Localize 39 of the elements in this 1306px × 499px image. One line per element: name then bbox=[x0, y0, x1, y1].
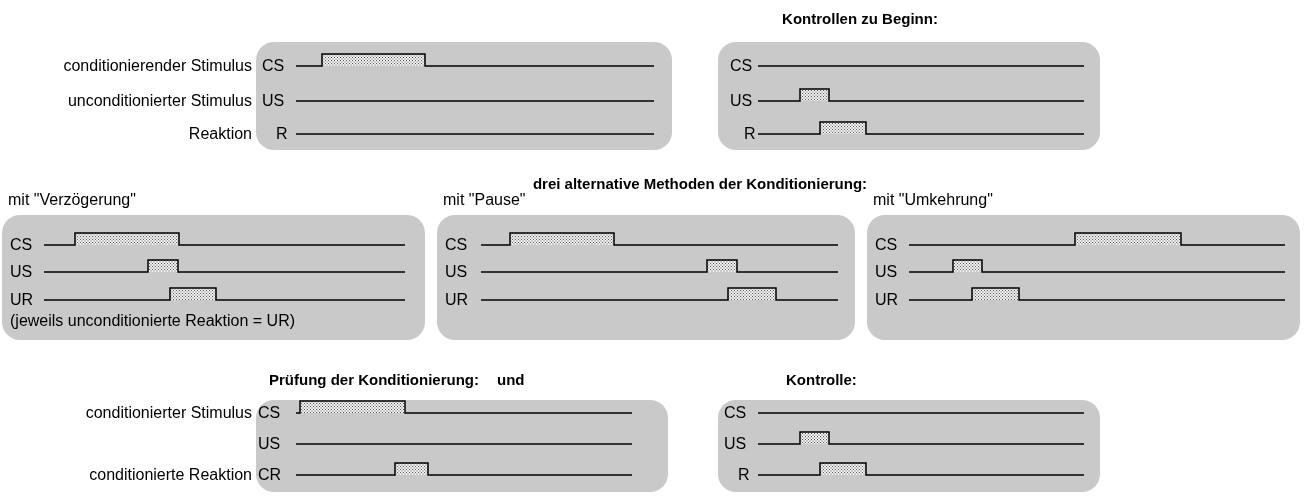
signal-label: UR bbox=[445, 291, 469, 309]
timing-panel bbox=[718, 42, 1100, 150]
signal-label: R bbox=[276, 125, 288, 143]
signal-name: unconditionierter Stimulus bbox=[67, 92, 252, 110]
signal-name: Reaktion bbox=[188, 125, 252, 143]
timing-panel bbox=[256, 42, 672, 150]
timing-panel bbox=[256, 400, 668, 492]
note-text: (jeweils unconditionierte Reaktion = UR) bbox=[10, 312, 296, 330]
section-heading: und bbox=[497, 371, 525, 389]
panel-heading: mit "Umkehrung" bbox=[873, 191, 993, 209]
signal-label: US bbox=[724, 435, 747, 453]
signal-label: R bbox=[744, 125, 756, 143]
signal-label: UR bbox=[875, 291, 899, 309]
signal-label: CR bbox=[258, 466, 282, 484]
signal-label: CS bbox=[10, 236, 33, 254]
panel-heading: mit "Pause" bbox=[443, 191, 526, 209]
signal-name: conditionierter Stimulus bbox=[85, 404, 252, 422]
signal-name: conditionierender Stimulus bbox=[63, 57, 252, 75]
signal-label: CS bbox=[730, 57, 753, 75]
signal-label: CS bbox=[262, 57, 285, 75]
section-heading: Kontrolle: bbox=[786, 371, 857, 389]
signal-label: US bbox=[445, 263, 468, 281]
signal-label: UR bbox=[10, 291, 34, 309]
signal-label: US bbox=[10, 263, 33, 281]
signal-label: CS bbox=[724, 404, 747, 422]
section-heading: drei alternative Methoden der Konditionierung: bbox=[532, 175, 868, 193]
signal-label: US bbox=[875, 263, 898, 281]
signal-label: R bbox=[738, 466, 750, 484]
signal-label: US bbox=[262, 92, 285, 110]
section-heading: Prüfung der Konditionierung: bbox=[269, 371, 479, 389]
signal-label: CS bbox=[445, 236, 468, 254]
panel-heading: mit "Verzögerung" bbox=[8, 191, 136, 209]
signal-label: US bbox=[258, 435, 281, 453]
signal-label: CS bbox=[258, 404, 281, 422]
signal-label: US bbox=[730, 92, 753, 110]
section-heading: Kontrollen zu Beginn: bbox=[782, 10, 938, 28]
signal-label: CS bbox=[875, 236, 898, 254]
signal-name: conditionierte Reaktion bbox=[89, 466, 252, 484]
timing-panel bbox=[718, 400, 1100, 492]
